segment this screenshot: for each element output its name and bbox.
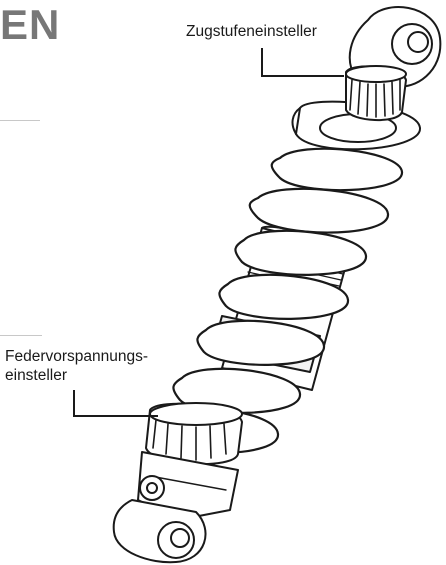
- rebound-adjuster-knob: [345, 65, 407, 122]
- section-rule-upper: [0, 120, 40, 121]
- preload-adjuster-label-line1: Federvorspannungs-: [5, 348, 149, 365]
- section-rule-lower: [0, 335, 42, 336]
- preload-leader-line: [73, 390, 158, 417]
- bottom-eye-mount: [112, 499, 207, 564]
- section-heading-fragment: EN: [0, 1, 61, 48]
- rebound-adjuster-label: Zugstufeneinsteller: [186, 22, 317, 41]
- preload-adjuster-label-line2: einsteller: [5, 367, 68, 384]
- preload-adjuster-label: Federvorspannungs- einsteller: [5, 347, 148, 385]
- lower-mount-body: [137, 451, 239, 521]
- rebound-adjuster-label-text: Zugstufeneinsteller: [186, 23, 317, 40]
- rebound-leader-line: [261, 48, 344, 77]
